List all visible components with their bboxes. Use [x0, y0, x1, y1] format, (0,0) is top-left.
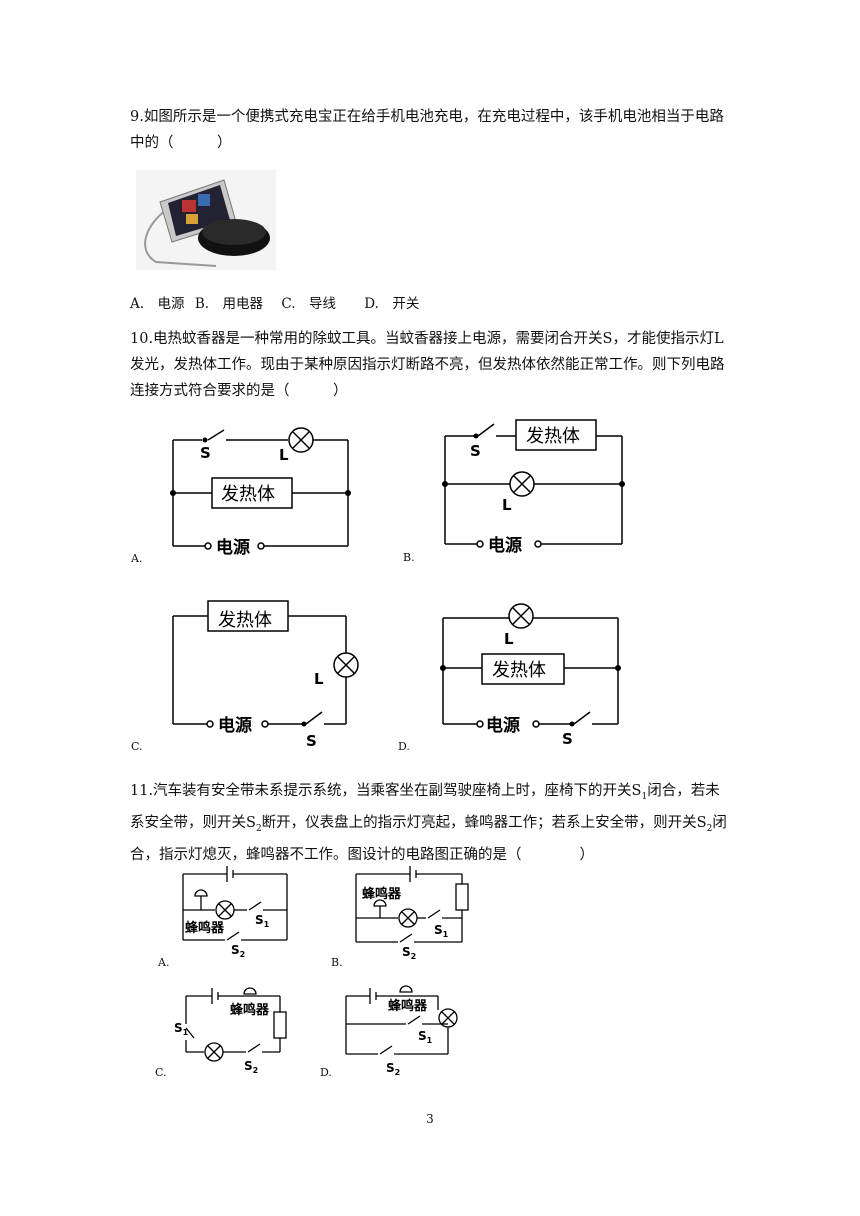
circuit-10c: 发热体 L 电源 S: [172, 600, 359, 750]
heater-label: 发热体: [492, 660, 546, 681]
lamp-label: L: [314, 670, 324, 688]
heater-label: 发热体: [218, 610, 272, 631]
circuit-11d-label[interactable]: D.: [320, 1066, 332, 1079]
question-11-text: 11.汽车装有安全带未系提示系统，当乘客坐在副驾驶座椅上时，座椅下的开关S1闭合…: [130, 783, 727, 863]
circuit-11a: 蜂鸣器 S1 S2: [182, 866, 288, 959]
question-10: 10.电热蚊香器是一种常用的除蚊工具。当蚊香器接上电源，需要闭合开关S，才能使指…: [130, 326, 730, 404]
circuit-10d: L 发热体 电源 S: [440, 603, 621, 748]
lamp-label: L: [279, 446, 289, 464]
circuit-11a-label[interactable]: A.: [158, 956, 170, 969]
source-label: 电源: [216, 537, 250, 558]
question-11: 11.汽车装有安全带未系提示系统，当乘客坐在副驾驶座椅上时，座椅下的开关S1闭合…: [130, 778, 730, 868]
circuit-10c-label[interactable]: C.: [131, 740, 143, 753]
heater-label: 发热体: [221, 484, 275, 505]
question-9: 9.如图所示是一个便携式充电宝正在给手机电池充电，在充电过程中，该手机电池相当于…: [130, 104, 730, 156]
option-d[interactable]: D. 开关: [364, 296, 420, 312]
option-b[interactable]: B. 用电器: [194, 296, 264, 312]
s2-label: S2: [402, 945, 416, 961]
s1-label: S1: [255, 913, 270, 929]
s1-label: S1: [174, 1021, 189, 1037]
buzzer-label: 蜂鸣器: [230, 1002, 270, 1018]
circuit-11c: 蜂鸣器 S1 S2: [174, 987, 287, 1075]
s2-label: S2: [386, 1061, 400, 1077]
option-c[interactable]: C. 导线: [281, 296, 336, 312]
lamp-label: L: [502, 496, 512, 514]
buzzer-label: 蜂鸣器: [362, 886, 402, 902]
buzzer-label: 蜂鸣器: [388, 998, 428, 1014]
lamp-label: L: [504, 630, 514, 648]
page-number: 3: [426, 1112, 434, 1126]
circuit-11c-label[interactable]: C.: [155, 1066, 167, 1079]
question-9-text: 9.如图所示是一个便携式充电宝正在给手机电池充电，在充电过程中，该手机电池相当于…: [130, 109, 724, 151]
question-10-text: 10.电热蚊香器是一种常用的除蚊工具。当蚊香器接上电源，需要闭合开关S，才能使指…: [130, 331, 725, 399]
s1-label: S1: [418, 1029, 433, 1045]
switch-label: S: [470, 442, 481, 460]
circuit-11d: 蜂鸣器 S1 S2: [345, 985, 458, 1077]
switch-label: S: [306, 732, 317, 750]
circuit-10b-label[interactable]: B.: [403, 551, 415, 564]
switch-label: S: [562, 730, 573, 748]
circuit-10a: S L 发热体 电源: [170, 427, 351, 558]
circuit-11b-label[interactable]: B.: [331, 956, 343, 969]
circuit-10a-label[interactable]: A.: [131, 552, 143, 565]
question-9-options: A. 电源 B. 用电器 C. 导线 D. 开关: [130, 292, 419, 312]
heater-label: 发热体: [526, 426, 580, 447]
source-label: 电源: [488, 535, 522, 556]
switch-label: S: [200, 444, 211, 462]
s1-label: S1: [434, 923, 449, 939]
circuit-10b: S L 发热体 电源: [442, 419, 625, 556]
buzzer-label: 蜂鸣器: [185, 920, 225, 936]
s2-label: S2: [231, 943, 245, 959]
option-a[interactable]: A. 电源: [130, 296, 185, 312]
source-label: 电源: [218, 715, 252, 736]
power-bank-phone-image: [136, 170, 276, 270]
circuit-10d-label[interactable]: D.: [398, 740, 410, 753]
circuit-11b: 蜂鸣器 S1 S2: [355, 866, 469, 961]
s2-label: S2: [244, 1059, 258, 1075]
source-label: 电源: [486, 715, 520, 736]
